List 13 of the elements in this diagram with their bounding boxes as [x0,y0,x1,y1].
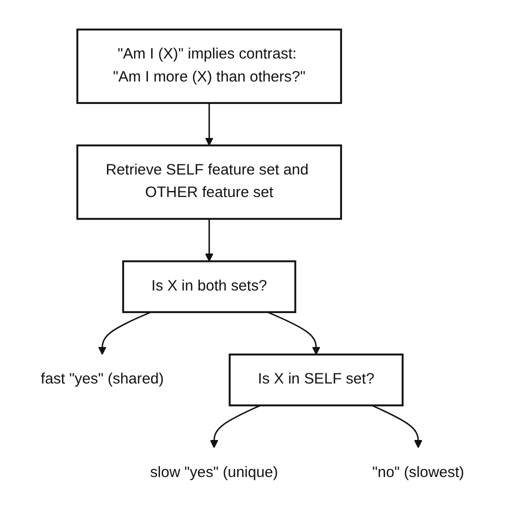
node-box: Is X in SELF set? [228,354,404,407]
node-text: fast "yes" (shared) [40,372,164,388]
node-box: "Am I (X)" implies contrast: "Am I more (X) than others?" [76,29,342,104]
node-box: Retrieve SELF feature set and OTHER feature set [76,144,342,220]
arrow [205,103,214,146]
arrow [98,312,152,356]
arrow [210,405,261,449]
arrow [205,219,214,262]
node-text: slow "yes" (unique) [150,465,278,482]
node-text: "no" (slowest) [372,465,464,482]
node-box: Is X in both sets? [122,260,296,314]
arrow [267,312,320,356]
arrow [372,405,422,449]
